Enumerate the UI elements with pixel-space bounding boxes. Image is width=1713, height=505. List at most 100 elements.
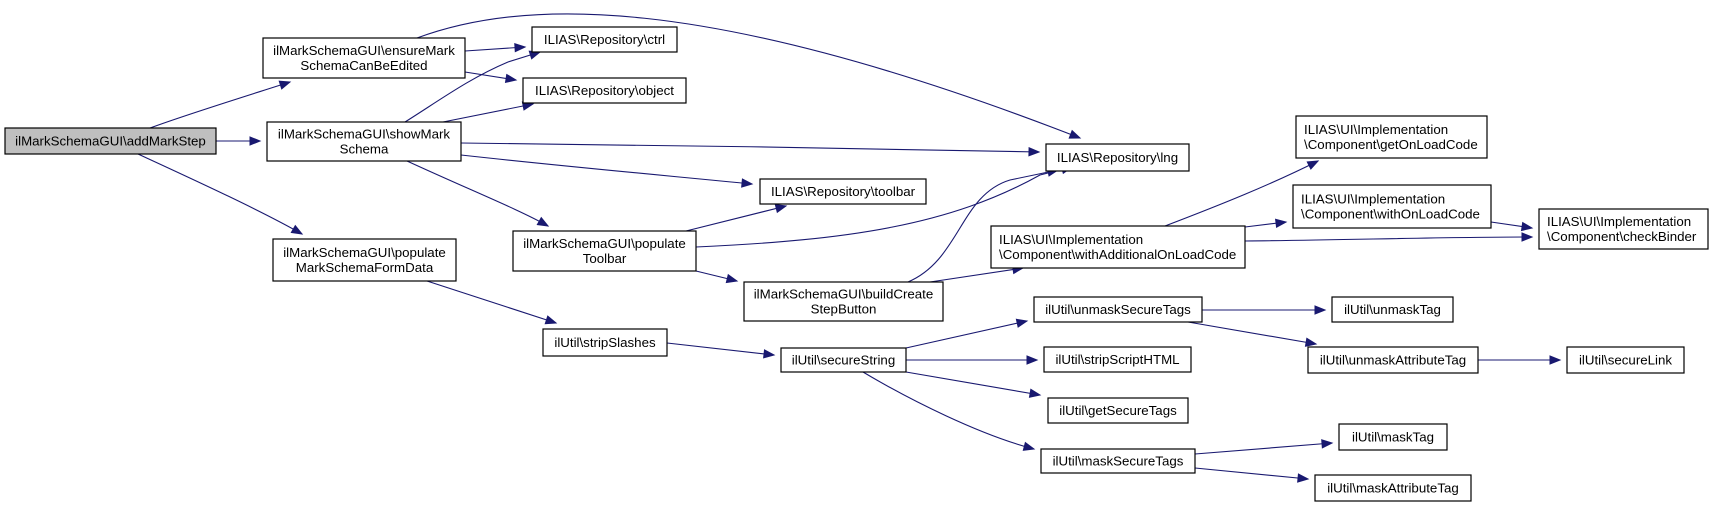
edge-line <box>1164 160 1319 227</box>
arrowhead-icon <box>1304 337 1318 347</box>
edge-showMark-to-populateToolbar <box>406 160 550 227</box>
arrowhead-icon <box>1275 218 1288 228</box>
node-secureLink[interactable]: ilUtil\secureLink <box>1566 346 1685 374</box>
node-getOnLoad[interactable]: ILIAS\UI\Implementation\Component\getOnL… <box>1295 115 1488 159</box>
edge-maskSecureTags-to-maskTag <box>1194 439 1334 455</box>
edge-ensureMark-to-object <box>464 71 518 84</box>
arrowhead-icon <box>1026 355 1039 365</box>
node-label-line: ilMarkSchemaGUI\buildCreate <box>754 287 934 302</box>
node-label-line: ILIAS\Repository\toolbar <box>771 184 916 199</box>
node-checkBinder[interactable]: ILIAS\UI\Implementation\Component\checkB… <box>1538 208 1709 250</box>
edge-line <box>406 160 549 227</box>
arrowhead-icon <box>741 178 754 188</box>
node-label-line: \Component\withAdditionalOnLoadCode <box>999 247 1236 262</box>
node-unmaskTag[interactable]: ilUtil\unmaskTag <box>1331 296 1454 323</box>
node-box[interactable] <box>1331 296 1454 323</box>
node-box[interactable] <box>780 347 907 373</box>
node-box[interactable] <box>542 328 668 357</box>
edge-line <box>907 169 1059 283</box>
nodes-layer: ilMarkSchemaGUI\addMarkStep ilMarkSchemaG… <box>4 26 1709 502</box>
node-box[interactable] <box>1033 296 1203 323</box>
node-maskTag[interactable]: ilUtil\maskTag <box>1338 423 1448 451</box>
node-box[interactable] <box>262 37 466 79</box>
node-box[interactable] <box>1045 143 1190 172</box>
arrowhead-icon <box>1068 129 1082 139</box>
arrowhead-icon <box>1520 221 1534 232</box>
node-box[interactable] <box>512 230 697 272</box>
node-box[interactable] <box>531 26 678 53</box>
node-box[interactable] <box>1338 423 1448 451</box>
edges-layer <box>137 13 1562 483</box>
edge-withAdditional-to-getOnLoad <box>1164 160 1320 227</box>
edge-line <box>905 371 1041 396</box>
edge-stripSlashes-to-secureString <box>666 342 776 359</box>
arrowhead-icon <box>1297 473 1310 483</box>
edge-ensureMark-to-lng <box>416 13 1082 139</box>
node-box[interactable] <box>1538 208 1709 250</box>
node-maskAttributeTag[interactable]: ilUtil\maskAttributeTag <box>1314 474 1472 502</box>
edge-line <box>149 81 291 129</box>
node-stripSlashes[interactable]: ilUtil\stripSlashes <box>542 328 668 357</box>
edge-line <box>426 280 557 324</box>
node-box[interactable] <box>1292 184 1492 229</box>
node-box[interactable] <box>1566 346 1685 374</box>
node-box[interactable] <box>266 121 462 162</box>
edge-withOnLoad-to-checkBinder <box>1490 221 1534 232</box>
node-label-line: ILIAS\Repository\object <box>535 83 674 98</box>
node-label-line: ilMarkSchemaGUI\showMark <box>278 127 451 142</box>
edge-line <box>460 154 753 185</box>
edge-line <box>929 267 1024 283</box>
node-populateForm[interactable]: ilMarkSchemaGUI\populateMarkSchemaFormDa… <box>272 238 457 282</box>
node-ensureMark[interactable]: ilMarkSchemaGUI\ensureMarkSchemaCanBeEdi… <box>262 37 466 79</box>
edge-line <box>404 51 541 123</box>
node-box[interactable] <box>759 178 927 205</box>
node-box[interactable] <box>990 225 1246 269</box>
node-box[interactable] <box>1043 346 1192 373</box>
node-label-line: ilUtil\maskSecureTags <box>1053 454 1184 469</box>
node-object[interactable]: ILIAS\Repository\object <box>522 77 687 104</box>
node-box[interactable] <box>1040 448 1196 474</box>
node-getSecureTags[interactable]: ilUtil\getSecureTags <box>1047 397 1189 424</box>
node-box[interactable] <box>4 127 217 155</box>
edge-addMarkStep-to-ensureMark <box>149 80 292 129</box>
node-withOnLoad[interactable]: ILIAS\UI\Implementation\Component\withOn… <box>1292 184 1492 229</box>
node-box[interactable] <box>1307 346 1479 374</box>
edge-line <box>666 342 775 356</box>
node-box[interactable] <box>1295 115 1488 159</box>
node-box[interactable] <box>272 238 457 282</box>
node-box[interactable] <box>743 281 944 322</box>
arrowhead-icon <box>514 42 527 53</box>
arrowhead-icon <box>1015 318 1029 328</box>
node-label-line: ilMarkSchemaGUI\populate <box>283 245 446 260</box>
node-box[interactable] <box>522 77 687 104</box>
node-withAdditional[interactable]: ILIAS\UI\Implementation\Component\withAd… <box>990 225 1246 269</box>
node-label-line: ilUtil\unmaskTag <box>1344 302 1441 317</box>
node-maskSecureTags[interactable]: ilUtil\maskSecureTags <box>1040 448 1196 474</box>
edge-line <box>695 166 1073 248</box>
node-stripScriptHTML[interactable]: ilUtil\stripScriptHTML <box>1043 346 1192 373</box>
edge-secureString-to-unmaskSecureTags <box>905 318 1029 349</box>
node-label-line: ILIAS\UI\Implementation <box>1304 122 1448 137</box>
node-unmaskSecureTags[interactable]: ilUtil\unmaskSecureTags <box>1033 296 1203 323</box>
node-toolbar[interactable]: ILIAS\Repository\toolbar <box>759 178 927 205</box>
edge-unmaskAttributeTag-to-secureLink <box>1478 355 1562 365</box>
node-ctrl[interactable]: ILIAS\Repository\ctrl <box>531 26 678 53</box>
arrowhead-icon <box>249 136 262 146</box>
node-box[interactable] <box>1314 474 1472 502</box>
node-addMarkStep[interactable]: ilMarkSchemaGUI\addMarkStep <box>4 127 217 155</box>
edge-withAdditional-to-checkBinder <box>1244 232 1534 242</box>
arrowhead-icon <box>1314 305 1327 315</box>
node-lng[interactable]: ILIAS\Repository\lng <box>1045 143 1190 172</box>
node-secureString[interactable]: ilUtil\secureString <box>780 347 907 373</box>
node-unmaskAttributeTag[interactable]: ilUtil\unmaskAttributeTag <box>1307 346 1479 374</box>
edge-line <box>862 371 1035 450</box>
node-label-line: ilUtil\stripSlashes <box>554 335 656 350</box>
arrowhead-icon <box>1028 388 1042 398</box>
arrowhead-icon <box>1306 160 1320 170</box>
edge-unmaskSecureTags-to-unmaskTag <box>1202 305 1327 315</box>
node-box[interactable] <box>1047 397 1189 424</box>
